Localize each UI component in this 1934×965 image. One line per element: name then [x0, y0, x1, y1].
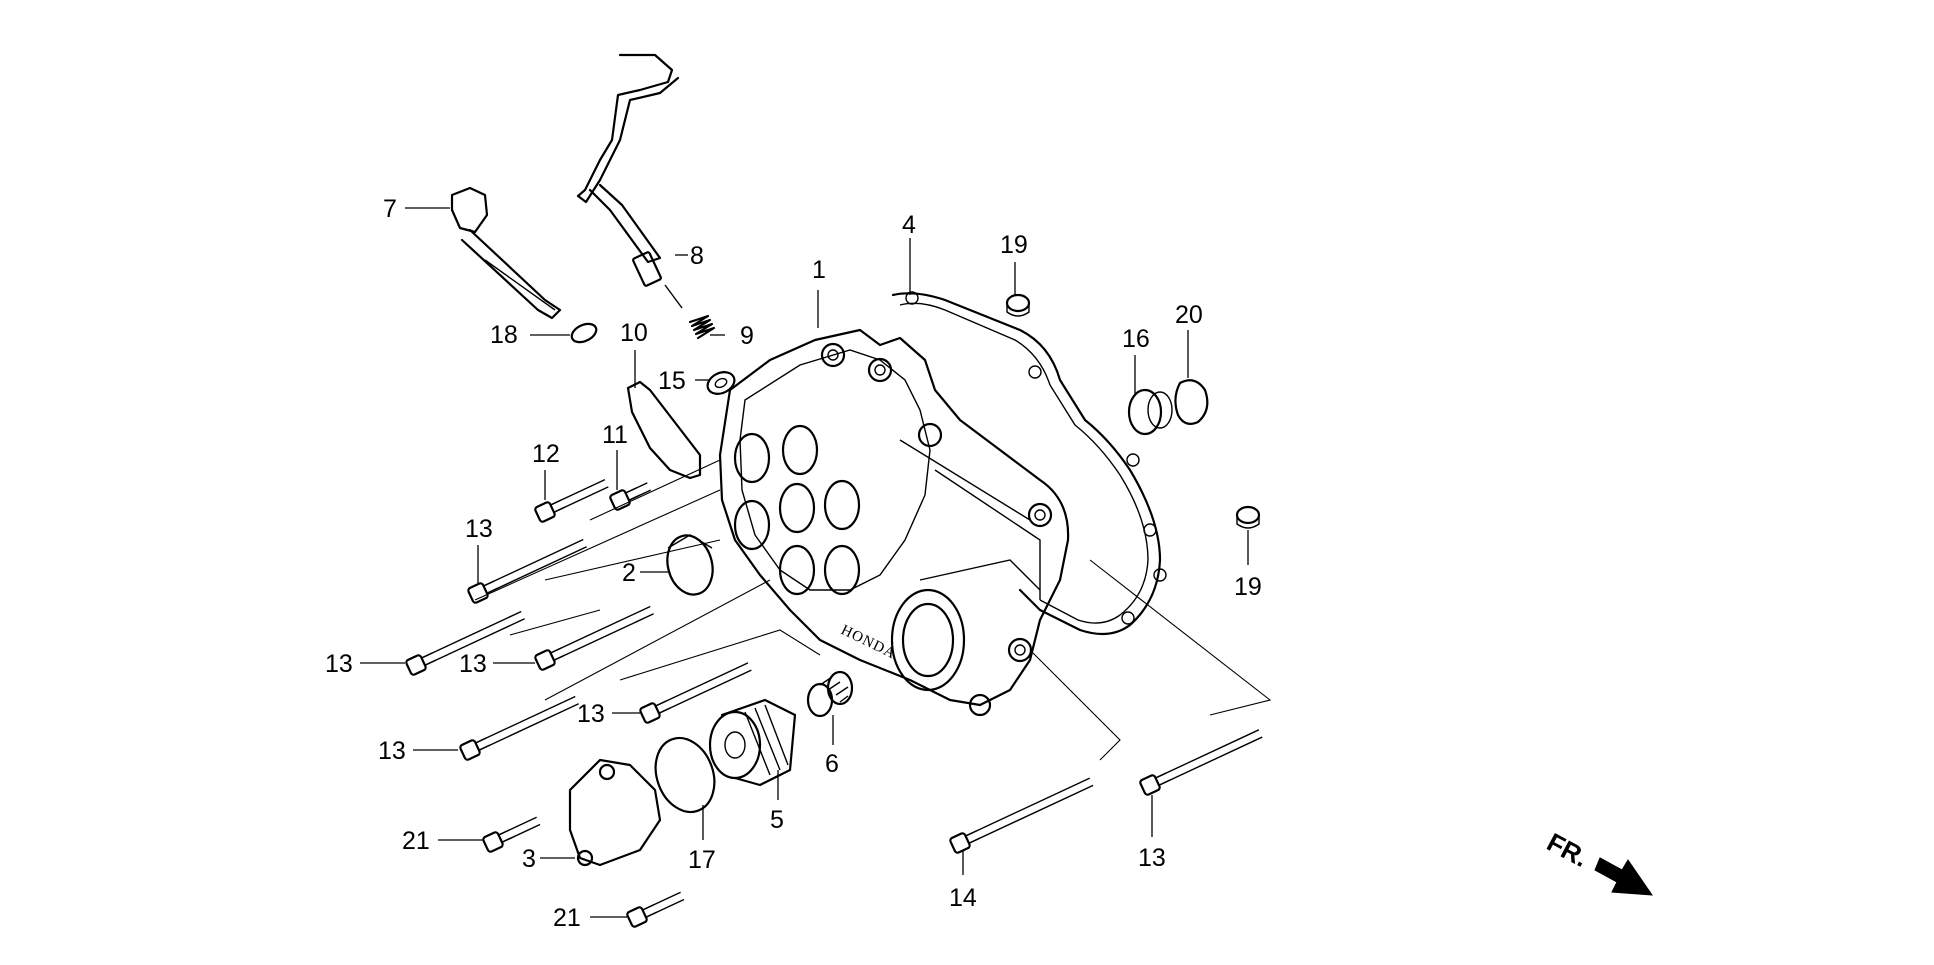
callout-15: 15: [658, 367, 686, 395]
callout-10: 10: [620, 319, 648, 347]
callout-12: 12: [532, 440, 560, 468]
plate-10: [626, 380, 702, 480]
gasket-inner-edge: [899, 302, 1149, 624]
spring-6: [806, 670, 854, 718]
bolt-13-d: [458, 695, 579, 762]
spring: [688, 314, 716, 340]
cover-brand-text: HONDA: [838, 622, 898, 662]
callout-3: 3: [522, 845, 536, 873]
callout-21-a: 21: [402, 827, 430, 855]
callout-19-a: 19: [1000, 231, 1028, 259]
callout-14: 14: [949, 884, 977, 912]
callout-5: 5: [770, 806, 784, 834]
dowel-pin-lower: [1235, 505, 1261, 529]
callout-17: 17: [688, 846, 716, 874]
seal-15: [706, 371, 736, 395]
bolt-14: [948, 777, 1094, 855]
bolt-13-f: [1138, 729, 1263, 797]
bolt-13-c: [533, 605, 654, 672]
oil-dipstick: [450, 186, 562, 320]
front-direction-indicator: FR.: [1542, 827, 1654, 896]
callout-13-f: 13: [1138, 844, 1166, 872]
bolt-21-b: [625, 891, 685, 929]
gasket: [891, 292, 1162, 636]
dowel-pin-upper: [1005, 293, 1031, 317]
o-ring-17: [654, 736, 716, 814]
bolt-13-e: [638, 662, 752, 725]
callout-21-b: 21: [553, 904, 581, 932]
bolt-21-a: [481, 816, 541, 854]
callout-1: 1: [812, 256, 826, 284]
oil-filter: [708, 698, 797, 787]
o-ring-18: [570, 322, 598, 344]
callout-13-d: 13: [378, 737, 406, 765]
callout-2: 2: [622, 559, 636, 587]
callout-labels: 1 2 3 4 5 6 7 8 9 10 11 12 13 13 13 13 1…: [325, 195, 1262, 932]
callout-11: 11: [602, 421, 628, 449]
bolt-12: [533, 479, 609, 524]
callout-6: 6: [825, 750, 839, 778]
cap-2: [666, 534, 714, 596]
gasket-holes: [905, 291, 1167, 625]
callout-18: 18: [490, 321, 518, 349]
front-arrow-icon: [1594, 857, 1654, 896]
filter-cover: [568, 758, 662, 867]
oil-seal-16: [1127, 388, 1173, 436]
bolt-11: [608, 482, 651, 512]
callout-13-c: 13: [459, 650, 487, 678]
crankcase-cover: HONDA: [718, 328, 1070, 717]
assembly-guide-lines: [474, 459, 1272, 761]
callout-13-b: 13: [325, 650, 353, 678]
callout-9: 9: [740, 322, 754, 350]
callout-19-b: 19: [1234, 573, 1262, 601]
leader-lines: [360, 207, 1249, 918]
front-direction-label: FR.: [1542, 827, 1593, 873]
callout-4: 4: [902, 211, 916, 239]
callout-7: 7: [383, 195, 397, 223]
bolt-13-a: [466, 538, 587, 605]
callout-20: 20: [1175, 301, 1203, 329]
bolt-13-b: [404, 610, 525, 677]
snap-ring-20: [1174, 379, 1209, 425]
callout-8: 8: [690, 242, 704, 270]
callout-16: 16: [1122, 325, 1150, 353]
decomp-lever: [576, 53, 683, 309]
callout-13-a: 13: [465, 515, 493, 543]
callout-13-e: 13: [577, 700, 605, 728]
